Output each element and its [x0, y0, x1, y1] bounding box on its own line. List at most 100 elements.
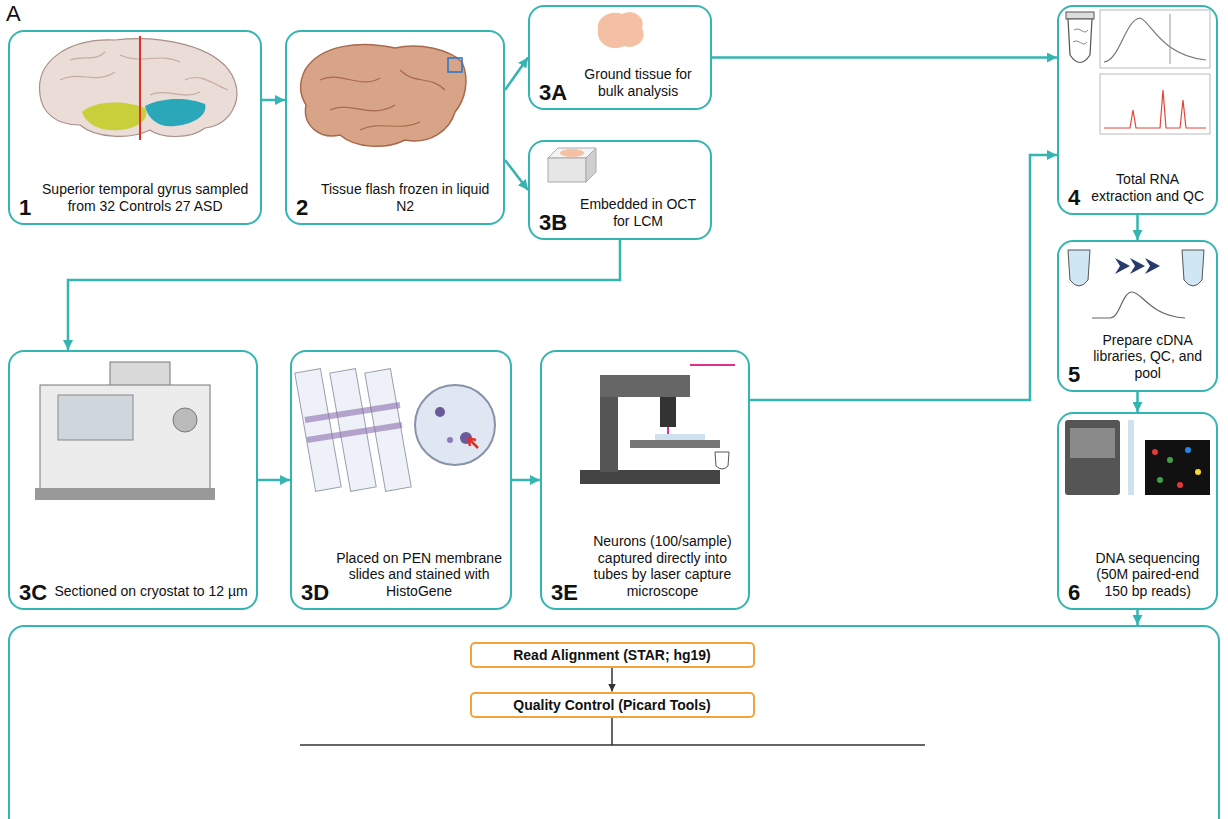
flow-connector [1136, 215, 1139, 240]
step-text: DNA sequencing (50M paired-end 150 bp re… [1059, 550, 1216, 608]
slides-illustration-part [468, 438, 478, 448]
step-number: 6 [1068, 581, 1080, 605]
brain-illustration-part [60, 52, 228, 95]
microscope-illustration-part [667, 427, 669, 434]
microscope-illustration-part [715, 452, 729, 469]
ground-tissue-illustration [598, 12, 644, 48]
slides-illustration-part [305, 405, 402, 440]
pipeline-step: Quality Control (Picard Tools) [470, 692, 755, 718]
step-text: Prepare cDNA libraries, QC, and pool [1059, 332, 1216, 390]
flow-connector [712, 56, 1057, 59]
flow-connector [68, 240, 620, 350]
step-number: 3E [551, 581, 578, 605]
ground-tissue-illustration-part [598, 12, 644, 48]
brain-illustration-part [139, 36, 141, 140]
step-number: 2 [296, 196, 308, 220]
microscope-illustration-part [630, 440, 720, 448]
pipeline-lines-part [300, 744, 925, 746]
brain-illustration [40, 36, 237, 140]
step-bubble: Embedded in OCT for LCM3B [528, 140, 712, 240]
library-prep-illustration-part [1115, 258, 1130, 274]
rna-qc-illustration-part [1068, 19, 1092, 63]
step-bubble: Neurons (100/sample) captured directly i… [540, 350, 750, 610]
slides-illustration [295, 369, 495, 492]
library-prep-illustration-part [1130, 258, 1145, 274]
step-number: 1 [19, 196, 31, 220]
step-bubble: DNA sequencing (50M paired-end 150 bp re… [1057, 412, 1218, 610]
cryostat-illustration [35, 362, 215, 500]
rna-qc-illustration-part [1100, 10, 1210, 68]
slides-illustration-part [435, 407, 445, 417]
sequencer-illustration [1065, 420, 1210, 495]
step-bubble: Sectioned on cryostat to 12 µm3C [8, 350, 258, 610]
tissue-slab-illustration-part [448, 58, 462, 72]
oct-block-illustration [548, 148, 596, 182]
microscope-illustration [580, 365, 735, 484]
step-text: Superior temporal gyrus sampled from 32 … [10, 181, 260, 223]
cryostat-illustration-part [173, 408, 197, 432]
step-number: 3D [301, 581, 329, 605]
library-prep-illustration-part [1145, 258, 1160, 274]
sequencer-illustration-part [1145, 440, 1210, 495]
rna-qc-illustration-part [1104, 18, 1206, 62]
step-number: 5 [1068, 363, 1080, 387]
library-prep-illustration-part [1068, 250, 1090, 286]
pipeline-lines-part [611, 718, 613, 745]
flow-connector [505, 160, 528, 190]
pipeline-lines [300, 718, 925, 745]
flow-connector [505, 58, 528, 91]
sequencer-illustration-part [1152, 449, 1158, 455]
sequencer-illustration-part [1195, 469, 1201, 475]
brain-illustration-part [82, 102, 146, 130]
slides-illustration-part [447, 437, 453, 443]
step-number: 3B [539, 211, 567, 235]
cryostat-illustration-part [35, 488, 215, 500]
step-number: 3A [539, 81, 567, 105]
oct-block-illustration-part [560, 149, 584, 157]
rna-qc-illustration-part [1170, 14, 1171, 64]
microscope-illustration-part [690, 364, 735, 366]
tissue-slab-illustration-part [301, 44, 466, 146]
step-bubble: Tissue flash frozen in liquid N22 [285, 30, 505, 225]
step-label: Quality Control (Picard Tools) [513, 697, 710, 713]
slides-illustration-part [415, 385, 495, 465]
microscope-illustration-part [580, 470, 720, 484]
step-text: Tissue flash frozen in liquid N2 [287, 181, 503, 223]
step-text: Total RNA extraction and QC [1059, 171, 1216, 213]
library-prep-illustration [1068, 250, 1204, 318]
step-number: 3C [19, 581, 47, 605]
step-bubble: Ground tissue for bulk analysis3A [528, 5, 712, 110]
step-label: Read Alignment (STAR; hg19) [513, 647, 711, 663]
brain-illustration-part [145, 99, 205, 126]
rna-qc-illustration-part [1066, 12, 1094, 19]
step-bubble: Total RNA extraction and QC4 [1057, 5, 1218, 215]
rna-qc-illustration-part [1104, 90, 1206, 128]
tissue-slab-illustration [301, 44, 466, 146]
pipeline-frame: Read Alignment (STAR; hg19) Quality Contr… [8, 625, 1220, 819]
sequencer-illustration-part [1128, 420, 1134, 495]
oct-block-illustration-part [586, 148, 596, 182]
oct-block-illustration-part [548, 158, 586, 182]
step-bubble: Placed on PEN membrane slides and staine… [290, 350, 512, 610]
rna-qc-illustration-part [1073, 29, 1088, 44]
step-bubble: Superior temporal gyrus sampled from 32 … [8, 30, 262, 225]
brain-illustration-part [40, 39, 237, 137]
panel-letter: A [6, 2, 21, 26]
rna-qc-illustration [1066, 10, 1210, 134]
flow-connector [262, 99, 285, 102]
library-prep-illustration-part [1092, 292, 1185, 318]
sequencer-illustration-part [1185, 447, 1191, 453]
flow-connector [611, 668, 613, 692]
step-bubble: Prepare cDNA libraries, QC, and pool5 [1057, 240, 1218, 392]
flow-connector [1136, 392, 1139, 412]
pipeline-step: Read Alignment (STAR; hg19) [470, 642, 755, 668]
rna-qc-illustration-part [1100, 74, 1210, 134]
flow-connector [258, 479, 290, 482]
flow-connector [512, 479, 540, 482]
cryostat-illustration-part [40, 385, 210, 490]
flow-connector [750, 155, 1057, 400]
microscope-illustration-part [600, 375, 690, 397]
library-prep-illustration-part [1182, 250, 1204, 286]
flow-connector [1136, 610, 1139, 625]
cryostat-illustration-part [110, 362, 170, 387]
